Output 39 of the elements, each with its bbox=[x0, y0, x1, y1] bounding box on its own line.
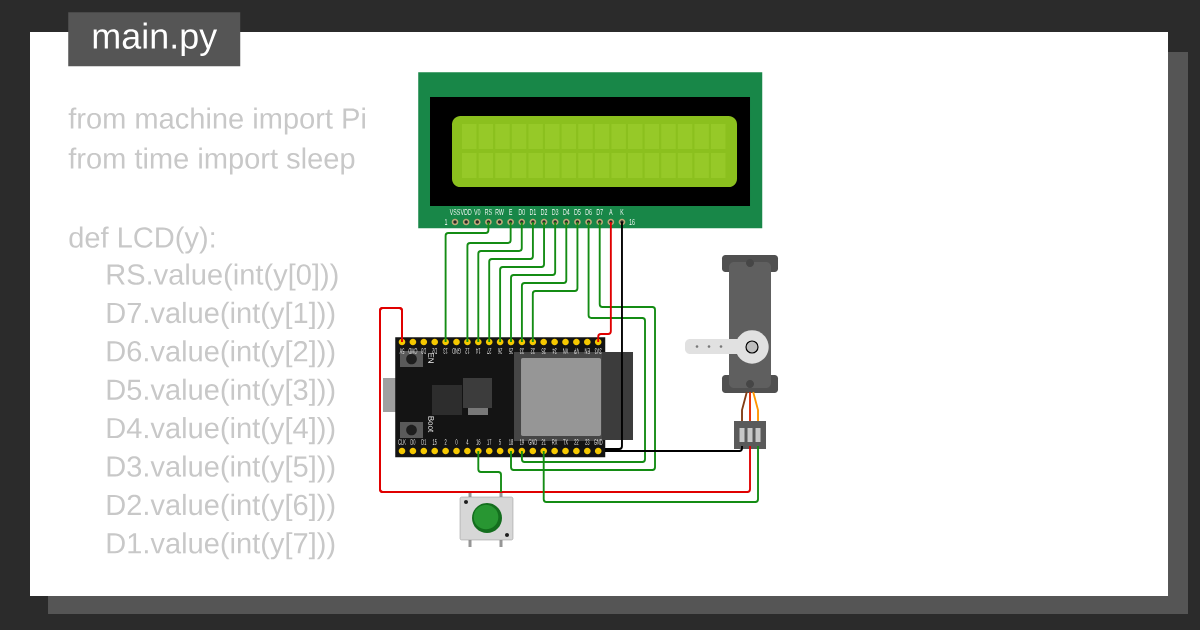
wire bbox=[444, 221, 490, 343]
pin-label: D4 bbox=[563, 209, 570, 215]
pin-label: V0 bbox=[474, 209, 481, 216]
wire bbox=[466, 221, 512, 343]
board-drawing bbox=[383, 337, 633, 458]
pin-label: D3 bbox=[552, 209, 559, 216]
pin-label: RW bbox=[495, 209, 504, 215]
wire bbox=[520, 221, 568, 343]
lcd-drawing bbox=[418, 72, 763, 229]
pin-label: D1 bbox=[529, 209, 537, 215]
wire bbox=[520, 221, 646, 463]
pin-label: RS bbox=[485, 209, 492, 216]
pin-label: K bbox=[620, 209, 624, 215]
pin-label: D5 bbox=[574, 209, 581, 215]
servo-drawing bbox=[685, 255, 778, 449]
pin-label: VDD bbox=[460, 209, 472, 215]
wire bbox=[477, 450, 502, 493]
wire bbox=[604, 221, 623, 450]
pin-label: D6 bbox=[585, 209, 592, 216]
pin-label: D0 bbox=[518, 209, 525, 216]
wire bbox=[604, 445, 743, 452]
pin-label: E bbox=[509, 209, 513, 215]
pushbutton-drawing bbox=[459, 492, 514, 547]
wire bbox=[499, 221, 545, 343]
wire bbox=[477, 221, 523, 343]
wire bbox=[510, 221, 656, 471]
pin-label: D7 bbox=[596, 209, 603, 215]
pin-label: D2 bbox=[541, 209, 548, 215]
file-tab: main.py bbox=[68, 12, 241, 67]
pin-label: VSS bbox=[449, 209, 461, 216]
pin-label: A bbox=[609, 209, 613, 215]
wire bbox=[531, 221, 579, 343]
wire bbox=[510, 221, 557, 343]
pin-label: 1 bbox=[444, 219, 448, 225]
wire bbox=[379, 307, 471, 493]
wire bbox=[597, 221, 612, 343]
wire bbox=[488, 221, 534, 343]
pin-label: 16 bbox=[629, 219, 635, 226]
wire bbox=[542, 445, 759, 503]
